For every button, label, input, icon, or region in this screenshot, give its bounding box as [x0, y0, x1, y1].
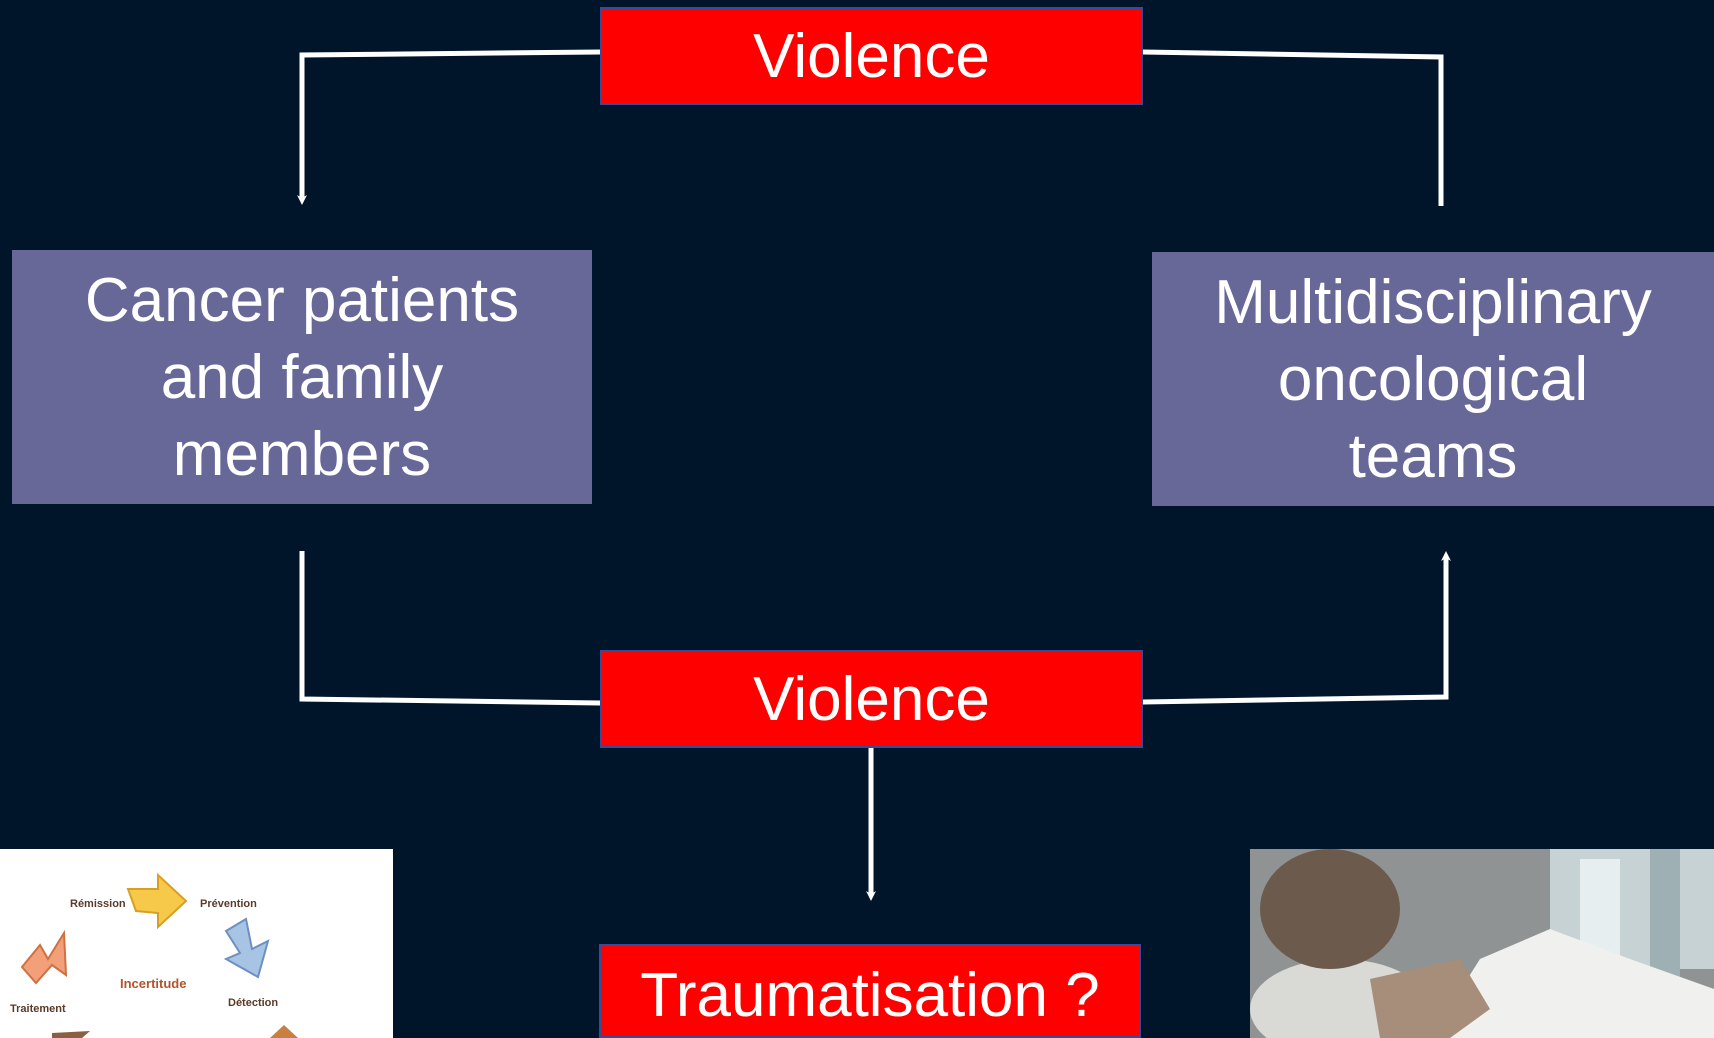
arrow-brown-icon-2 — [270, 1025, 298, 1038]
line-teams-to-violence — [1141, 49, 1444, 206]
violence-top-label: Violence — [753, 21, 990, 91]
teams-box: Multidisciplinary oncological teams — [1152, 252, 1714, 506]
arrow-brown-icon — [52, 1031, 90, 1038]
patient-photo — [1250, 849, 1714, 1038]
arrow-blue-icon — [223, 917, 270, 979]
arrow-violence-to-teams — [1141, 551, 1451, 705]
teams-label: Multidisciplinary oncological teams — [1214, 267, 1652, 491]
body-shape — [1370, 959, 1490, 1038]
arrow-yellow-icon — [126, 872, 188, 930]
cycle-word-incertitude: Incertitude — [120, 976, 187, 991]
patients-label: Cancer patients and family members — [84, 265, 520, 489]
patients-box: Cancer patients and family members — [12, 250, 592, 504]
traumatisation-box: Traumatisation ? — [599, 944, 1141, 1038]
line-patients-to-violence — [299, 551, 601, 706]
violence-top-box: Violence — [600, 7, 1143, 105]
arrow-violence-to-patients — [297, 49, 601, 205]
cycle-word-traitement: Traitement — [10, 1003, 66, 1015]
cycle-word-prevention: Prévention — [200, 898, 257, 910]
cycle-word-detection: Détection — [228, 997, 279, 1009]
violence-bottom-label: Violence — [753, 664, 990, 734]
traumatisation-label: Traumatisation ? — [640, 961, 1100, 1030]
cycle-illustration: Rémission Prévention Incertitude Traitem… — [0, 849, 393, 1038]
arrow-orange-icon — [20, 929, 68, 985]
head-shape — [1260, 849, 1400, 969]
cycle-word-remission: Rémission — [70, 898, 126, 910]
sheet-shape — [1430, 929, 1714, 1038]
violence-bottom-box: Violence — [600, 650, 1143, 748]
